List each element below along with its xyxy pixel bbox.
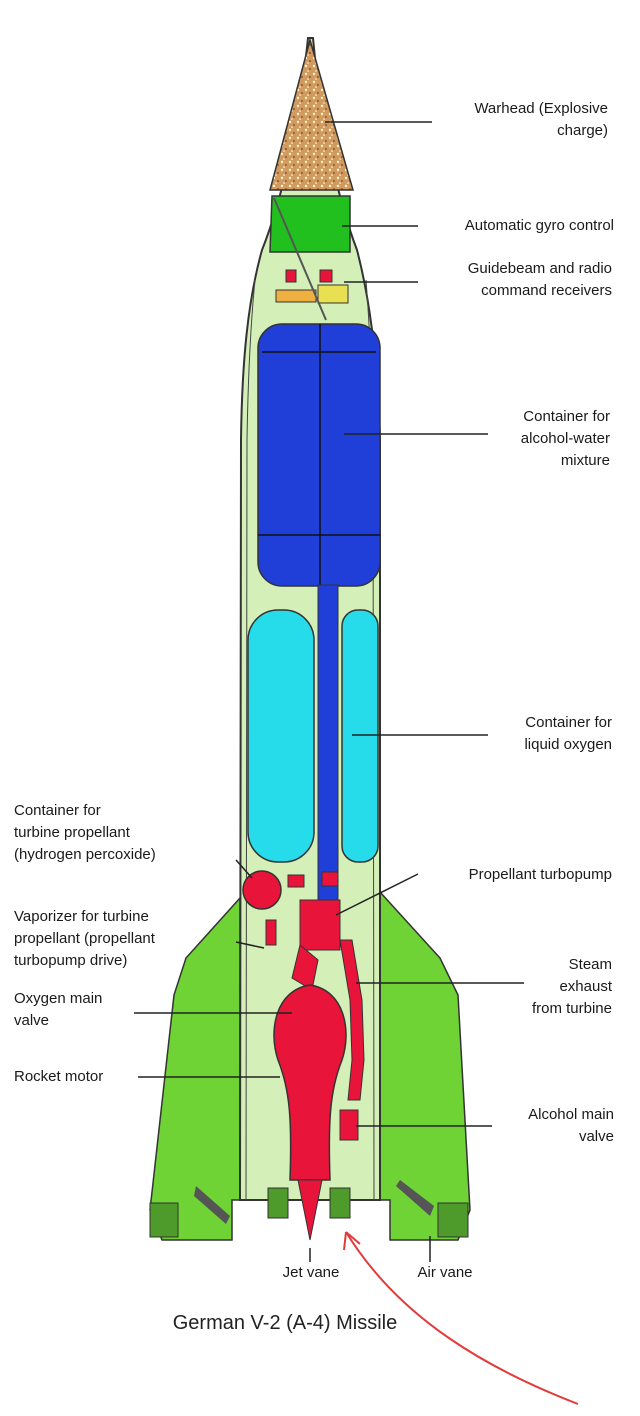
turbine-propellant-tank <box>242 870 282 910</box>
rocket-motor <box>273 984 347 1241</box>
alcohol-valve <box>339 1109 359 1141</box>
alcohol-tank <box>257 323 381 587</box>
steam-exhaust-pipe <box>339 939 365 1101</box>
leader-lines <box>134 121 524 1262</box>
air-vane-right <box>396 1180 434 1216</box>
gyro-compartment <box>269 195 351 253</box>
diagram-caption: German V-2 (A-4) Missile <box>172 1312 398 1334</box>
red-annotation-arrow <box>343 1231 579 1405</box>
receivers-compartment <box>275 269 349 304</box>
turbopump <box>265 871 341 951</box>
warhead <box>269 37 354 191</box>
fin-right <box>379 890 471 1241</box>
lox-tank <box>247 584 379 911</box>
jet-vanes <box>267 1187 351 1219</box>
label-turbopump: Propellant turbopump <box>468 866 612 883</box>
fin-tip-right <box>437 1202 469 1238</box>
air-vane-left <box>194 1186 230 1224</box>
label-air-vane: Air vane <box>417 1264 473 1281</box>
label-gyro: Automatic gyro control <box>464 217 614 234</box>
label-rocket-motor: Rocket motor <box>14 1068 104 1085</box>
fin-tip-left <box>149 1202 179 1238</box>
fin-left <box>149 896 241 1241</box>
label-jet-vane: Jet vane <box>282 1264 340 1281</box>
